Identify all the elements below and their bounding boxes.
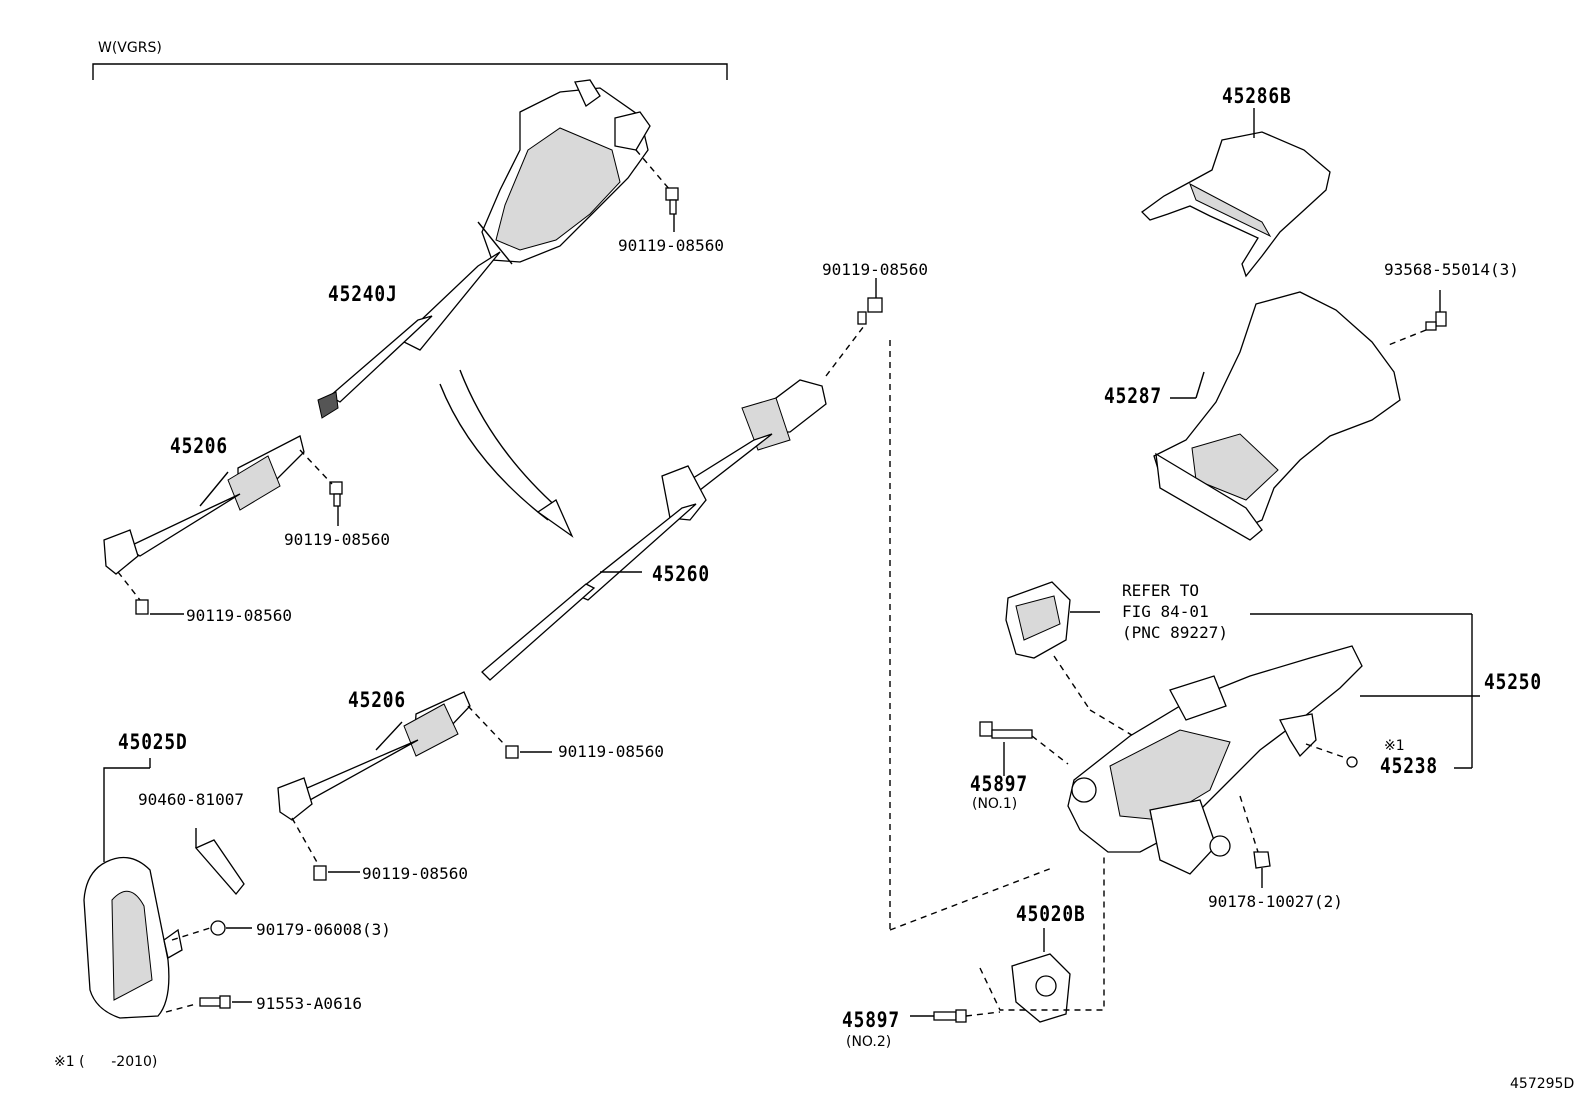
part-90179[interactable]: 90179-06008(3)	[256, 920, 391, 939]
bolt-lower-joint-low	[291, 817, 360, 881]
refer-bracket	[1250, 613, 1473, 769]
footnote: ※1 ( -2010)	[54, 1054, 158, 1070]
part-bolt-top-right[interactable]: 90119-08560	[618, 236, 724, 255]
steering-column-assembly	[1067, 645, 1480, 875]
variant-label: W(VGRS)	[98, 40, 162, 56]
bolt-upper-joint-low	[117, 571, 184, 615]
leader-column-link-2	[889, 867, 1053, 931]
part-90460[interactable]: 90460-81007	[138, 790, 244, 809]
part-45020B[interactable]: 45020B	[1016, 902, 1086, 926]
nut-90179	[171, 920, 252, 941]
bolt-center-top	[825, 278, 883, 377]
sensor-45238	[1305, 743, 1358, 768]
part-91553[interactable]: 91553-A0616	[256, 994, 362, 1013]
part-45286B[interactable]: 45286B	[1222, 84, 1292, 108]
part-bolt-upper-joint-low[interactable]: 90119-08560	[186, 606, 292, 625]
part-45260[interactable]: 45260	[652, 562, 710, 586]
bolt-upper-joint	[299, 449, 343, 526]
refer-text[interactable]: REFER TO FIG 84-01 (PNC 89227)	[1122, 580, 1228, 643]
vgrs-actuator-shaft	[317, 79, 651, 419]
part-45250[interactable]: 45250	[1484, 670, 1542, 694]
part-45025D[interactable]: 45025D	[118, 730, 188, 754]
part-45287[interactable]: 45287	[1104, 384, 1162, 408]
assembly-arrow	[439, 369, 574, 538]
bolt-top-right	[635, 149, 679, 232]
intermediate-shaft	[481, 379, 827, 681]
refer-line-1: REFER TO	[1122, 581, 1200, 600]
bolt-91553	[165, 995, 252, 1013]
bolt-45897-no2	[910, 1009, 1001, 1023]
part-45240J[interactable]: 45240J	[328, 282, 398, 306]
column-hole-cover	[83, 758, 183, 1019]
part-45206-lower[interactable]: 45206	[348, 688, 406, 712]
clip-90460	[194, 828, 245, 896]
screw-93568	[1385, 290, 1447, 347]
part-45897-no2[interactable]: 45897	[842, 1008, 900, 1032]
vgrs-group-bracket	[92, 63, 728, 80]
part-bolt-lower-joint[interactable]: 90119-08560	[558, 742, 664, 761]
lower-universal-joint	[277, 691, 471, 821]
refer-line-2: FIG 84-01	[1122, 602, 1209, 621]
refer-line-3: (PNC 89227)	[1122, 623, 1228, 642]
diagram-id: 457295D	[1510, 1076, 1575, 1092]
part-bolt-lower-joint-low[interactable]: 90119-08560	[362, 864, 468, 883]
note-no2: (NO.2)	[846, 1034, 892, 1050]
part-93568[interactable]: 93568-55014(3)	[1384, 260, 1519, 279]
nut-90178	[1239, 795, 1271, 888]
part-bolt-upper-joint[interactable]: 90119-08560	[284, 530, 390, 549]
upper-column-cover	[1141, 108, 1331, 278]
steering-lock-ecu	[1005, 581, 1141, 741]
part-bolt-center-top[interactable]: 90119-08560	[822, 260, 928, 279]
part-45238[interactable]: 45238	[1380, 754, 1438, 778]
part-90178[interactable]: 90178-10027(2)	[1208, 892, 1343, 911]
bolt-lower-joint	[467, 705, 552, 759]
bolt-45897-no1	[979, 721, 1069, 776]
mark-45238: ※1	[1384, 738, 1405, 754]
part-45206-upper[interactable]: 45206	[170, 434, 228, 458]
lower-column-cover	[1153, 291, 1401, 541]
part-45897-no1[interactable]: 45897	[970, 772, 1028, 796]
tilt-lock-45020B	[979, 856, 1105, 1023]
note-no1: (NO.1)	[972, 796, 1018, 812]
upper-universal-joint	[103, 435, 305, 575]
